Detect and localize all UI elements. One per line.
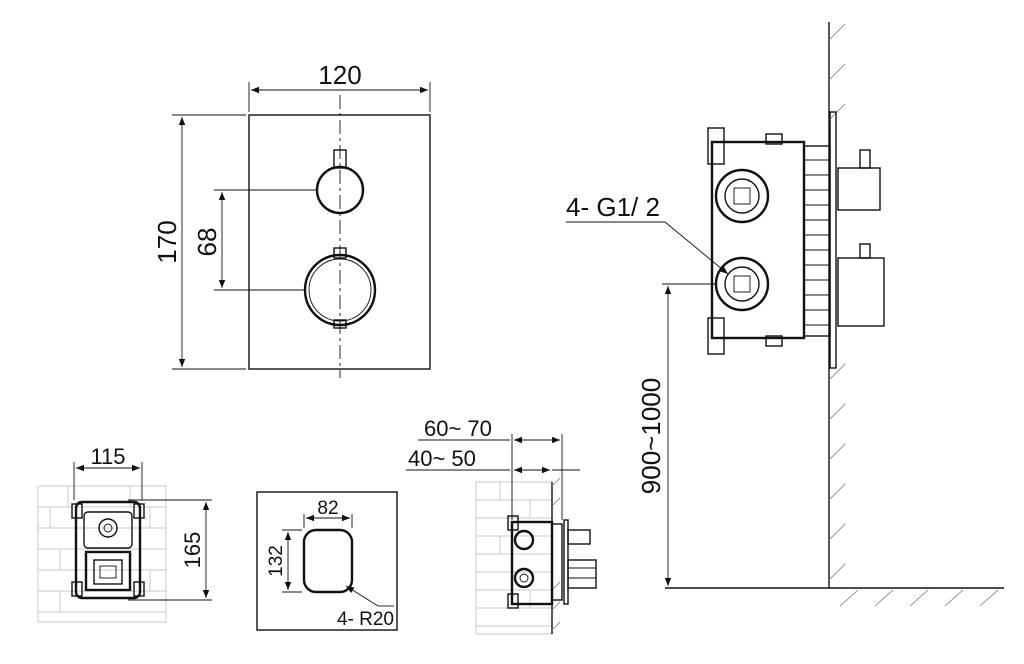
lower-port [714, 256, 770, 312]
depth-min-label: 40~ 50 [408, 446, 476, 471]
plate-width-label: 120 [318, 60, 361, 90]
lower-knob [303, 253, 377, 327]
front-view-cover-plate: 120 170 68 [152, 60, 431, 378]
escutcheon-width-label: 82 [317, 498, 338, 519]
depth-wall-bricks [475, 481, 553, 635]
side-view-valve-body: 4- G1/ 2 900~1000 [566, 22, 1004, 607]
plate-height-label: 170 [152, 220, 182, 263]
upper-port [714, 168, 770, 224]
escutcheon-cutout [302, 528, 354, 594]
handle-spacing-label: 68 [192, 228, 222, 257]
box-height-label: 165 [180, 532, 205, 569]
wall-hatch [665, 22, 1004, 607]
corner-radius-label: 4- R20 [337, 609, 394, 630]
thread-spec-label: 4- G1/ 2 [566, 192, 660, 222]
brick-background [37, 485, 167, 623]
install-height-label: 900~1000 [636, 378, 666, 494]
escutcheon-view: 82 132 4- R20 [256, 491, 398, 631]
depth-max-label: 60~ 70 [424, 416, 492, 441]
depth-view: 60~ 70 40~ 50 [406, 416, 597, 635]
escutcheon-height-label: 132 [266, 545, 287, 577]
installation-box-view: 115 165 [37, 444, 212, 623]
box-width-label: 115 [90, 444, 125, 469]
